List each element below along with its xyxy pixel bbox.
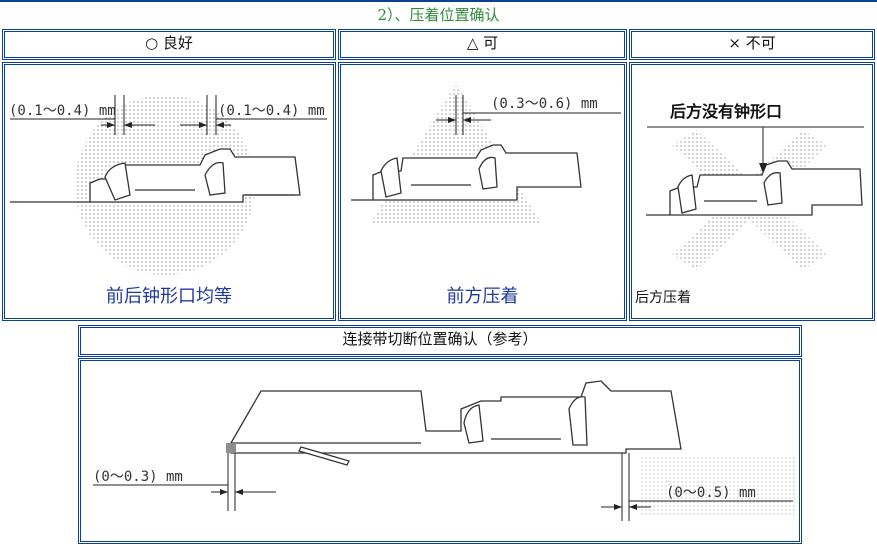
cell-not-acceptable: 后方没有钟形口 后方压着: [629, 62, 875, 321]
dim-label-front-crimp: (0.3～0.6) mm: [491, 96, 598, 112]
carrier-cut-figure: (0～0.3) mm (0～0.5) mm: [93, 380, 796, 521]
header-acceptable: △ 可: [338, 29, 627, 60]
header-not-acceptable: × 不可: [629, 29, 875, 60]
cell-acceptable: (0.3～0.6) mm 前方压着: [338, 62, 627, 321]
header-good: ○ 良好: [2, 29, 336, 60]
dim-label-front: (0.1～0.4) mm: [9, 103, 116, 119]
no-bell-mouth-label: 后方没有钟形口: [670, 102, 782, 121]
crimp-not-acceptable-figure: 后方没有钟形口: [646, 102, 864, 270]
page-title: 2）、压着位置确认: [377, 6, 500, 24]
dim-label-carrier-rear: (0～0.5) mm: [666, 485, 756, 501]
dim-label-rear: (0.1～0.4) mm: [218, 103, 325, 119]
crimp-good-figure: (0.1～0.4) mm (0.1～0.4) mm: [9, 95, 327, 275]
caption-good: 前后钟形口均等: [106, 286, 232, 307]
cell-carrier-cut: (0～0.3) mm (0～0.5) mm: [78, 358, 802, 544]
caption-not-acceptable: 后方压着: [635, 290, 691, 306]
header-carrier-cut: 连接带切断位置确认（参考）: [78, 325, 802, 357]
crimp-acceptable-figure: (0.3～0.6) mm: [351, 83, 621, 223]
top-rule: [0, 0, 877, 2]
caption-acceptable: 前方压着: [446, 286, 519, 307]
dim-label-carrier-front: (0～0.3) mm: [93, 469, 183, 485]
cell-good: (0.1～0.4) mm (0.1～0.4) mm 前后钟形口均等: [2, 62, 336, 321]
